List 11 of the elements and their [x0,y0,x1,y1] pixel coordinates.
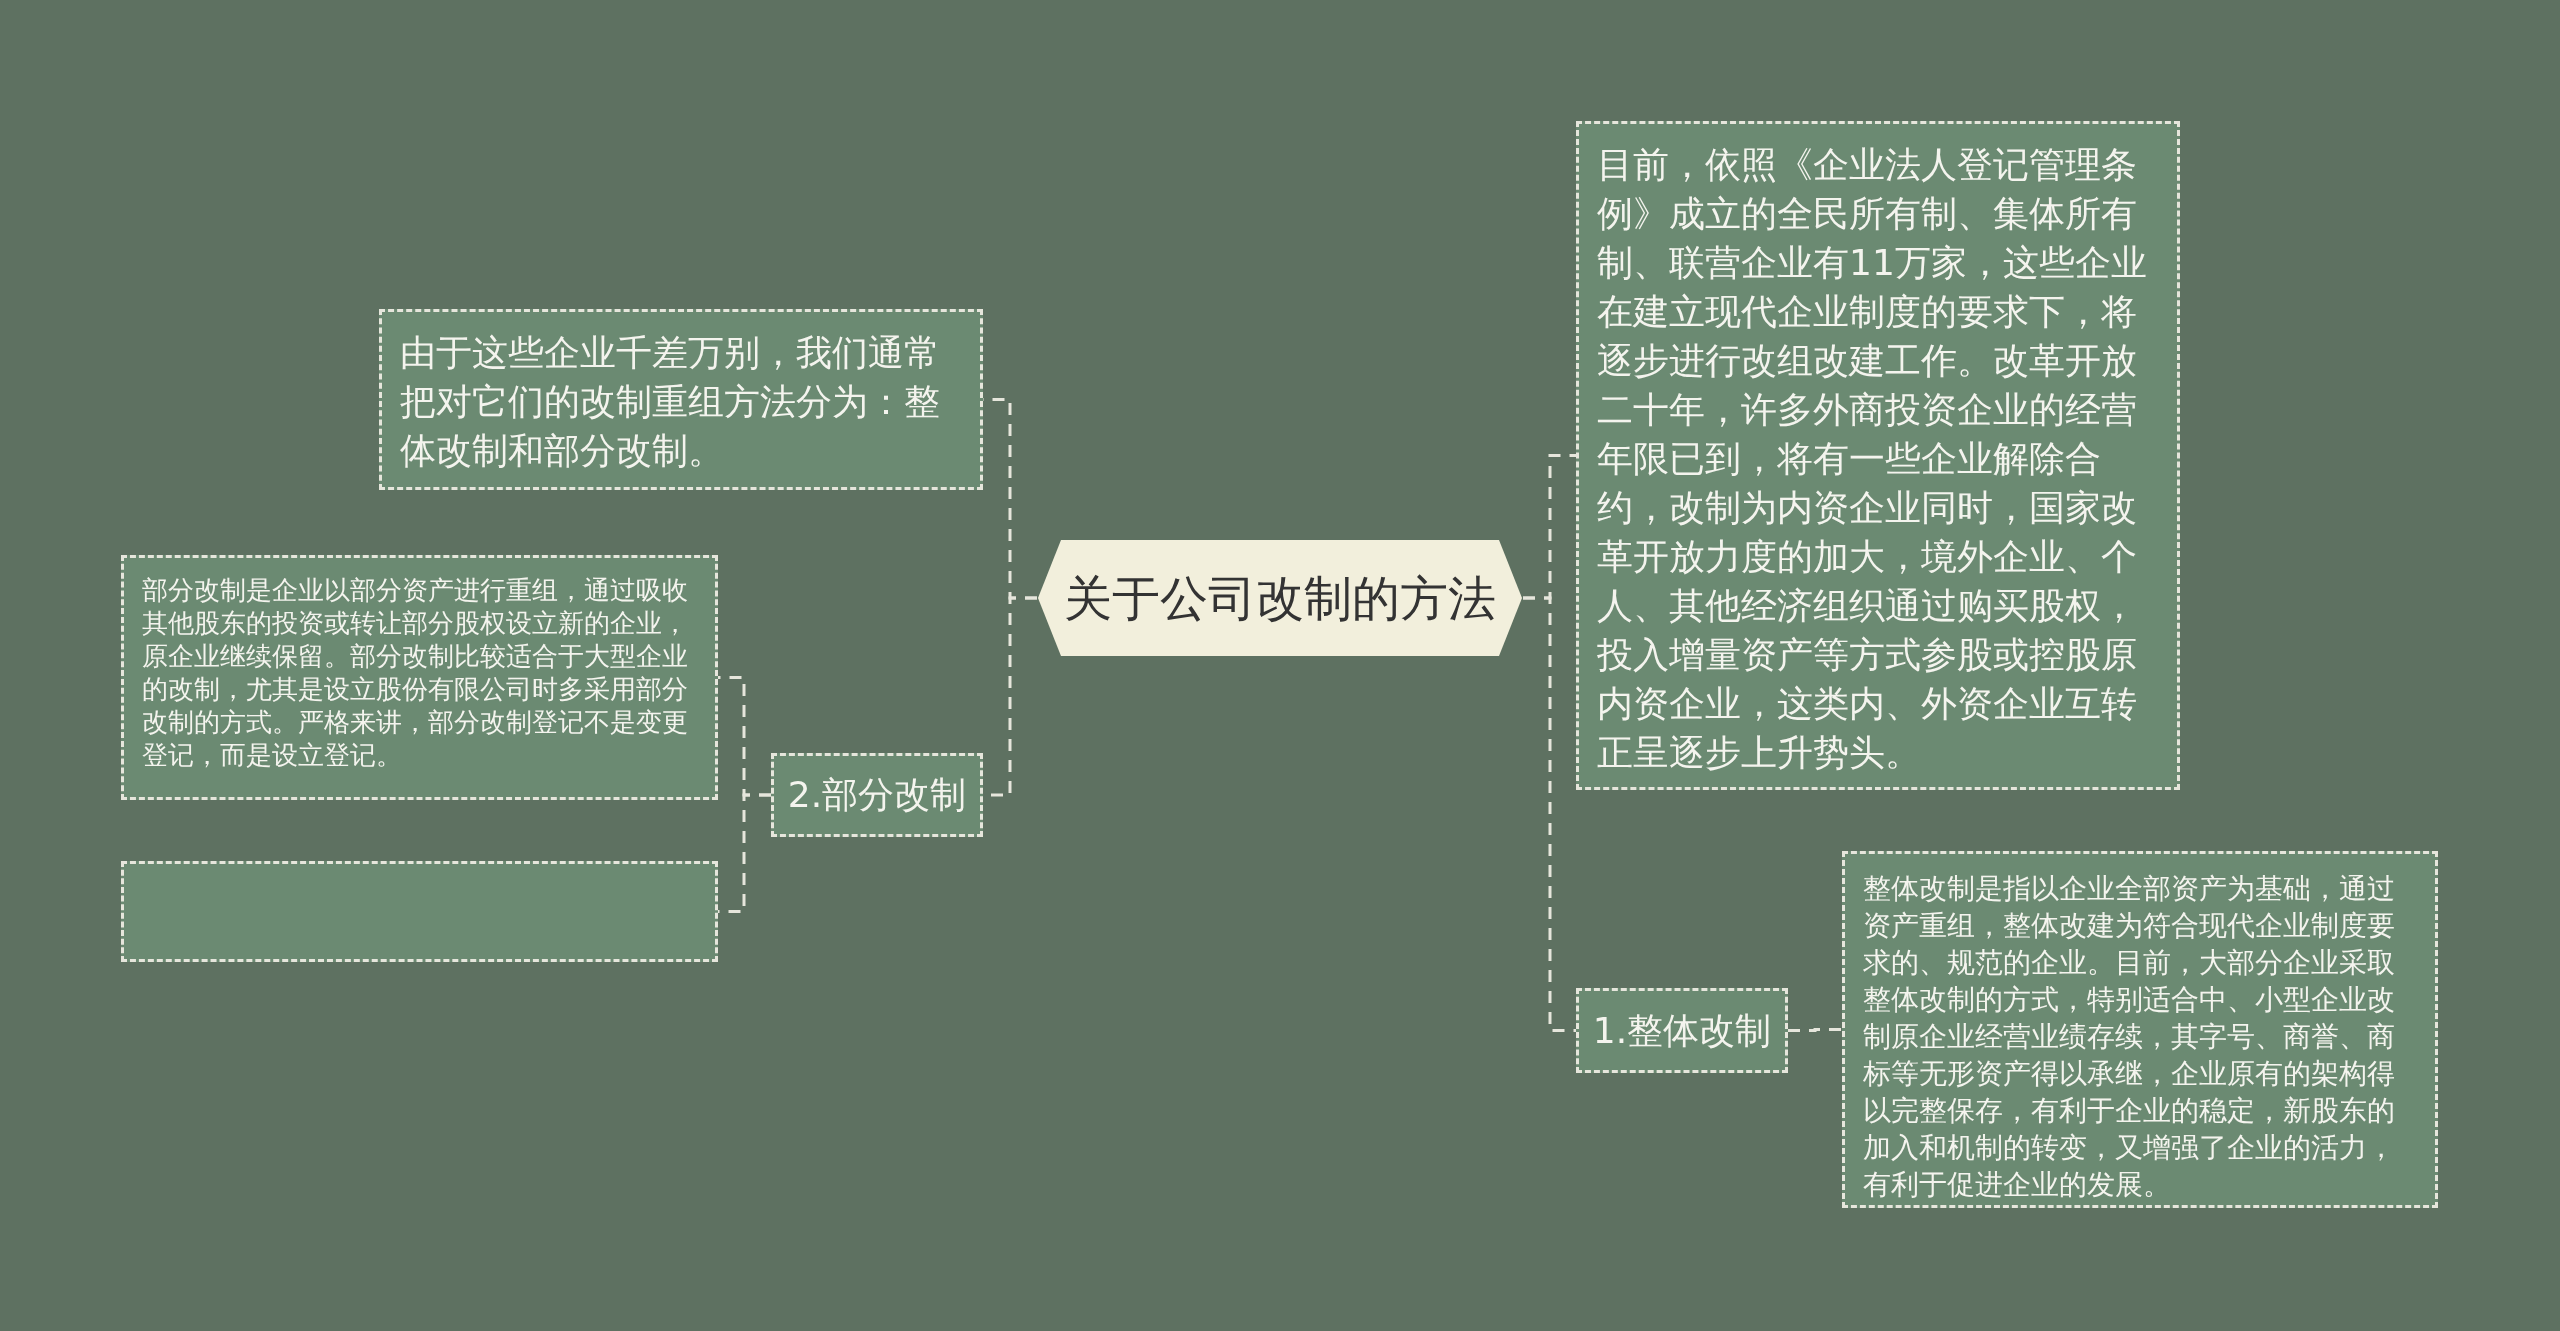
note-box: 目前，依照《企业法人登记管理条例》成立的全民所有制、集体所有制、联营企业有11万家，这些企业在建立现代企业制度的要求下，将逐步进行改组改建工作。改革开放二十年，许多外商投资企业的经营年限已到，将有一些企业解除合约，改制为内资企业同时，国家改革开放力度的加大，境外企业、个人、其他经济组织通过购买股权，投入增量资产等方式参股或控股原内资企业，这类内、外资企业互转正呈逐步上升势头。 [1576,121,2180,790]
note-box: 整体改制是指以企业全部资产为基础，通过资产重组，整体改建为符合现代企业制度要求的、规范的企业。目前，大部分企业采取整体改制的方式，特别适合中、小型企业改制原企业经营业绩存续，其字号、商誉、商标等无形资产得以承继，企业原有的架构得以完整保存，有利于企业的稳定，新股东的加入和机制的转变，又增强了企业的活力，有利于促进企业的发展。 [1842,851,2438,1208]
branch-box: 2.部分改制 [771,753,983,837]
note-box [121,861,718,962]
note-box: 由于这些企业千差万别，我们通常把对它们的改制重组方法分为：整体改制和部分改制。 [379,309,983,490]
connector-line [1788,1028,1842,1032]
note-box: 部分改制是企业以部分资产进行重组，通过吸收其他股东的投资或转让部分股权设立新的企业，原企业继续保留。部分改制比较适合于大型企业的改制，尤其是设立股份有限公司时多采用部分改制的方式。严格来讲，部分改制登记不是变更登记，而是设立登记。 [121,555,718,800]
connector-line [718,793,771,913]
branch-box: 1.整体改制 [1576,988,1788,1073]
connector-line [1523,596,1576,1032]
topic-box: 关于公司改制的方法 [1037,539,1523,657]
